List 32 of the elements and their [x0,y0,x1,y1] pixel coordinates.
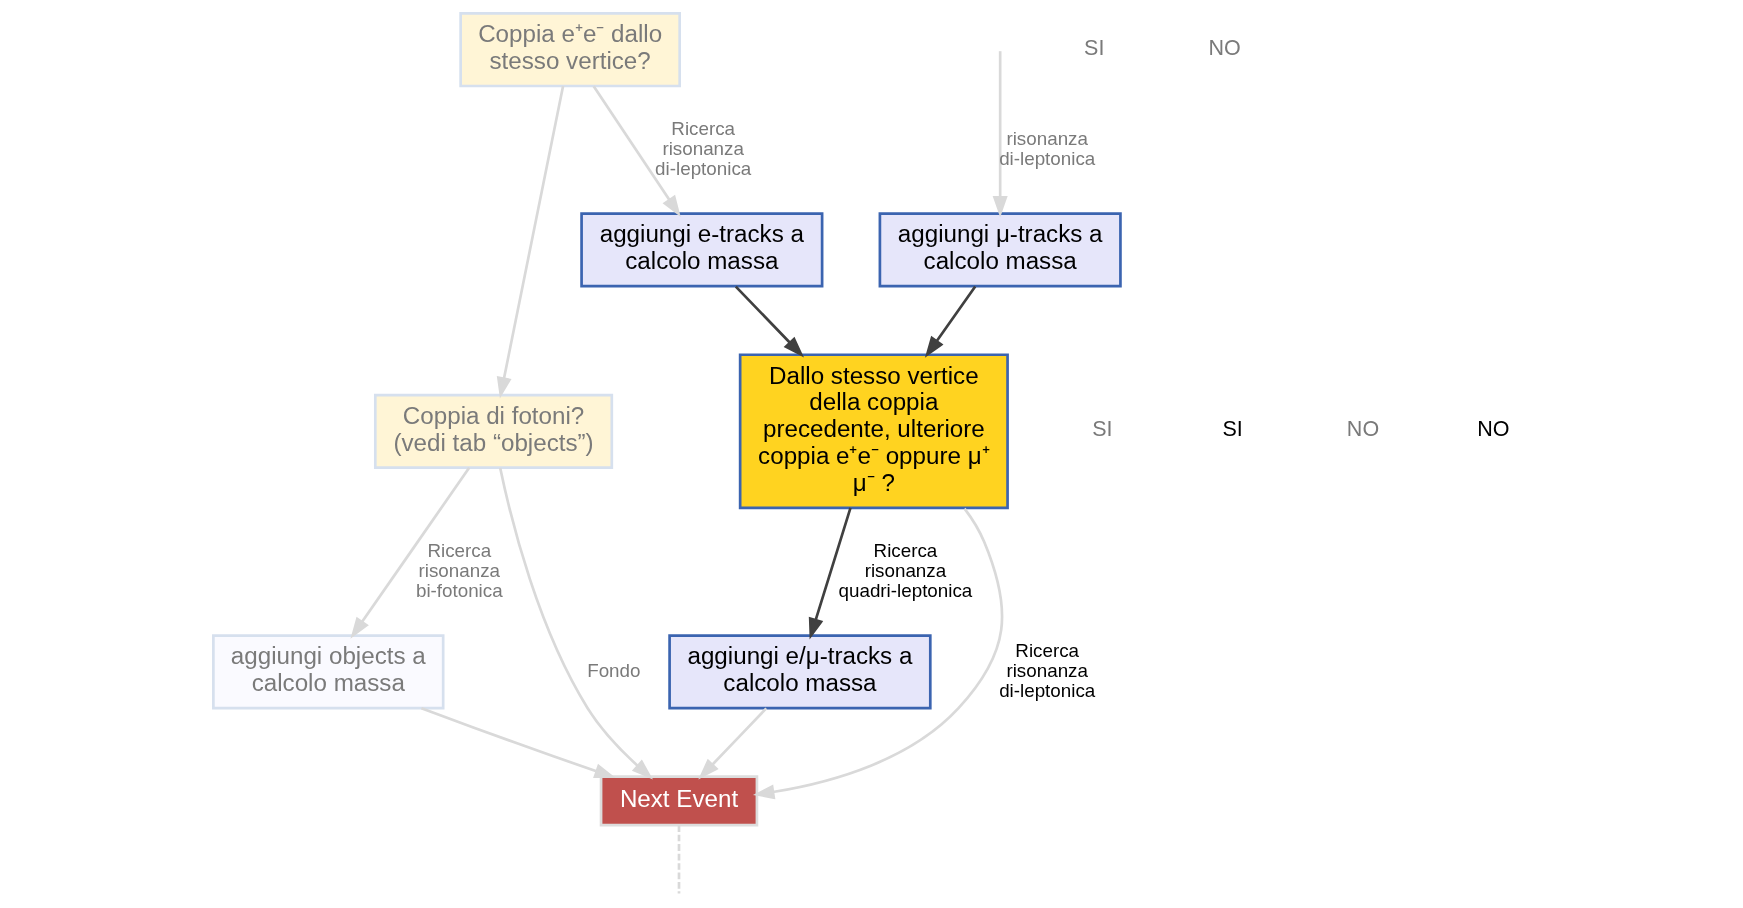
arrow [698,707,768,780]
node-box: aggiungi e/μ-tracks a calcolo massa [668,634,932,710]
arrow [924,285,977,358]
arrow [808,507,852,640]
node-box: Next Event [599,775,759,827]
arrow [592,85,681,217]
node-box: Coppia di fotoni? (vedi tab “objects”) [373,393,614,469]
label: SI [1092,417,1113,442]
arrow [498,467,653,780]
connector [677,825,681,894]
edge-label: risonanza di-leptonica [999,127,1096,169]
arrow [350,467,471,639]
arrow [496,85,565,399]
arrow [420,707,616,779]
edge-label: Ricerca risonanza quadri-leptonica [838,539,973,601]
label: NO [1477,417,1510,442]
node-box: aggiungi e-tracks a calcolo massa [580,212,824,288]
edge-label: Fondo [587,659,641,681]
edge-label: Ricerca risonanza di-leptonica [655,117,752,179]
node-box: aggiungi μ-tracks a calcolo massa [878,212,1122,288]
arrow [734,285,804,358]
node-box: Dallo stesso vertice della coppia precedente, ulteriore coppia e⁺e⁻ oppure μ⁺ μ⁻ ? [738,353,1009,510]
label: NO [1346,417,1380,442]
edge-label: Ricerca risonanza di-leptonica [999,639,1096,702]
label: NO [1208,35,1241,60]
label: SI [1222,417,1243,442]
arrow [752,507,1004,800]
arrow [992,51,1008,218]
node-box: Coppia e⁺e⁻ dallo stesso vertice? [459,12,681,88]
edge-label: Ricerca risonanza bi-fotonica [415,539,503,601]
node-box: aggiungi objects a calcolo massa [212,634,445,710]
label: SI [1084,35,1105,60]
